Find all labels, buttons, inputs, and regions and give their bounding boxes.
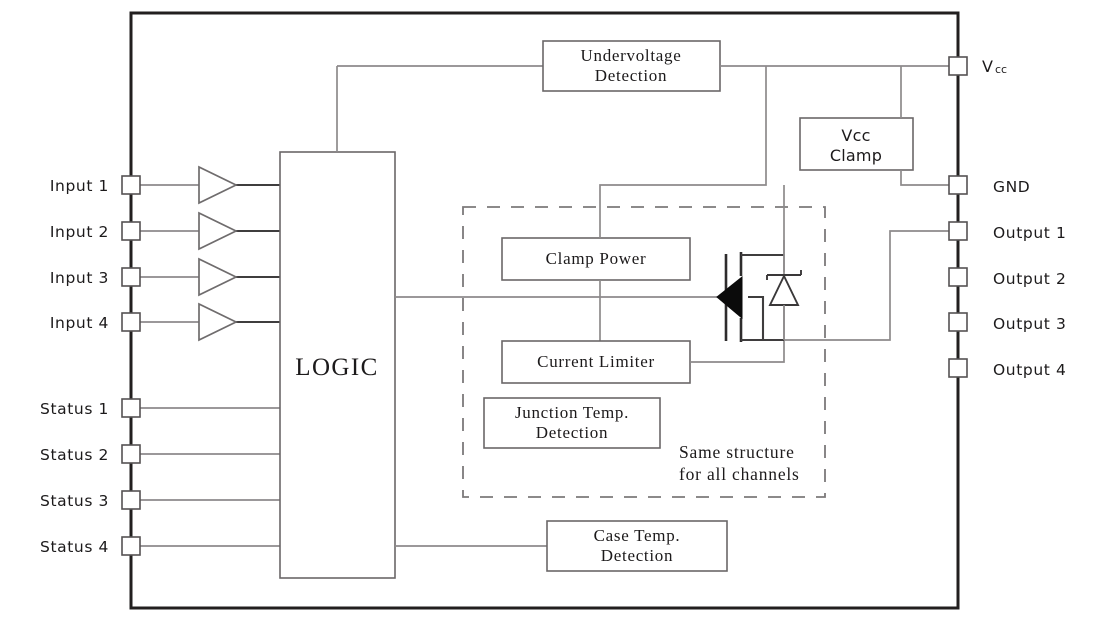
buffer-triangle: [198, 302, 238, 342]
left-pin-squares: [121, 175, 141, 556]
mosfet-to-output1-wire: [784, 230, 949, 341]
junction-temp-line2: Detection: [536, 423, 608, 442]
pin-square-status-2: [121, 444, 141, 464]
pin-square-output-4: [948, 358, 968, 378]
pin-label-status-1: Status 1: [40, 400, 109, 418]
undervoltage-detection-line2: Detection: [595, 66, 667, 85]
input-buffers: [198, 165, 238, 342]
junction-temp-detection-block: [483, 397, 661, 449]
channel-note-line1: Same structure: [679, 442, 795, 462]
pin-square-output-2: [948, 267, 968, 287]
buffer-triangle: [198, 257, 238, 297]
pin-label-output-4: Output 4: [993, 361, 1066, 379]
logic-block-label: LOGIC: [295, 354, 378, 381]
pin-label-gnd: GND: [993, 178, 1030, 196]
pin-square-vcc: [948, 56, 968, 76]
pin-square-gnd: [948, 175, 968, 195]
pin-label-status-3: Status 3: [40, 492, 109, 510]
buffer-triangle: [198, 211, 238, 251]
junction-temp-line1: Junction Temp.: [515, 403, 629, 422]
right-pin-squares: [948, 56, 968, 378]
pin-square-input-3: [121, 267, 141, 287]
case-temp-line1: Case Temp.: [594, 526, 681, 545]
pin-square-input-1: [121, 175, 141, 195]
power-mosfet-symbol: [716, 252, 784, 342]
pin-label-output-3: Output 3: [993, 315, 1066, 333]
vcc-clamp-line2: Clamp: [830, 146, 882, 165]
pin-square-output-1: [948, 221, 968, 241]
vcc-clamp-block: [799, 117, 914, 171]
undervoltage-detection-block: [542, 40, 721, 92]
channel-note-line2: for all channels: [679, 464, 800, 484]
device-outline: [129, 11, 960, 610]
pin-label-status-2: Status 2: [40, 446, 109, 464]
pin-label-status-4: Status 4: [40, 538, 109, 556]
pin-square-status-3: [121, 490, 141, 510]
single-channel-dashed-region: [462, 206, 826, 498]
buffer-triangle: [198, 165, 238, 205]
pin-label-input-4: Input 4: [50, 314, 109, 332]
current-limiter-label: Current Limiter: [537, 352, 655, 371]
pin-square-status-4: [121, 536, 141, 556]
pin-square-status-1: [121, 398, 141, 418]
case-temp-line2: Detection: [601, 546, 673, 565]
left-pin-labels: Input 1 Input 2 Input 3 Input 4 Status 1…: [40, 177, 109, 556]
pin-label-output-2: Output 2: [993, 270, 1066, 288]
vcc-clamp-to-gnd-wire: [900, 170, 949, 186]
buffer-output-wires: [236, 183, 281, 324]
right-pin-labels: V cc GND Output 1 Output 2 Output 3 Outp…: [982, 57, 1066, 379]
vcc-to-channel-rail-wire: [599, 66, 767, 207]
mosfet-body-arrow: [716, 275, 743, 320]
pin-label-vcc-main: V: [982, 57, 993, 76]
zener-diode-symbol: [766, 255, 802, 340]
case-temp-detection-block: [546, 520, 728, 572]
pin-label-vcc-sub: cc: [995, 63, 1007, 76]
pin-label-input-2: Input 2: [50, 223, 109, 241]
current-limiter-block: [501, 340, 691, 384]
pin-label-input-1: Input 1: [50, 177, 109, 195]
pin-label-input-3: Input 3: [50, 269, 109, 287]
pin-square-output-3: [948, 312, 968, 332]
pin-square-input-2: [121, 221, 141, 241]
vcc-clamp-line1: Vcc: [841, 126, 870, 145]
clamp-power-block: [501, 237, 691, 281]
pin-label-output-1: Output 1: [993, 224, 1066, 242]
logic-block: [279, 151, 396, 579]
clamp-power-label: Clamp Power: [546, 249, 647, 268]
undervoltage-detection-line1: Undervoltage: [581, 46, 682, 65]
pin-square-input-4: [121, 312, 141, 332]
